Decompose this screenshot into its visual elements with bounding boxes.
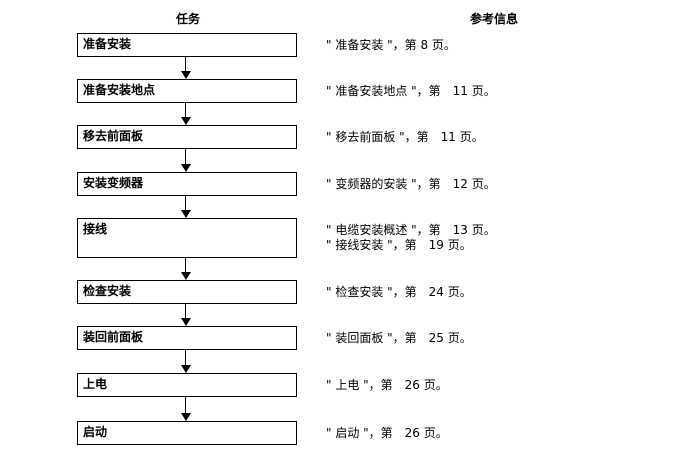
flow-arrow-icon bbox=[180, 149, 192, 172]
reference-text: " 变频器的安装 "，第 12 页。 bbox=[326, 177, 496, 191]
step-box-check: 检查安装 bbox=[77, 280, 297, 304]
step-box-remove-cover: 移去前面板 bbox=[77, 125, 297, 149]
step-label: 接线 bbox=[83, 222, 108, 236]
step-label: 上电 bbox=[83, 377, 108, 391]
step-box-power-up: 上电 bbox=[77, 373, 297, 397]
step-label: 准备安装地点 bbox=[83, 83, 156, 97]
reference-text: " 上电 "，第 26 页。 bbox=[326, 378, 448, 392]
step-box-reinstall-cover: 装回前面板 bbox=[77, 326, 297, 350]
step-label: 装回前面板 bbox=[83, 330, 144, 344]
step-box-prepare: 准备安装 bbox=[77, 33, 297, 57]
reference-text: " 检查安装 "，第 24 页。 bbox=[326, 285, 472, 299]
step-box-site: 准备安装地点 bbox=[77, 79, 297, 103]
reference-column-header: 参考信息 bbox=[470, 12, 519, 26]
reference-text: " 启动 "，第 26 页。 bbox=[326, 426, 448, 440]
flow-arrow-icon bbox=[180, 57, 192, 79]
reference-text: " 准备安装 "，第 8 页。 bbox=[326, 38, 456, 52]
flow-arrow-icon bbox=[180, 397, 192, 421]
reference-text: " 装回面板 "，第 25 页。 bbox=[326, 331, 472, 345]
task-column-header: 任务 bbox=[176, 12, 201, 26]
flow-arrow-icon bbox=[180, 258, 192, 280]
step-box-mount: 安装变频器 bbox=[77, 172, 297, 196]
reference-text: " 移去前面板 "，第 11 页。 bbox=[326, 130, 484, 144]
step-label: 检查安装 bbox=[83, 284, 132, 298]
step-label: 安装变频器 bbox=[83, 176, 144, 190]
flow-arrow-icon bbox=[180, 304, 192, 326]
step-box-start: 启动 bbox=[77, 421, 297, 445]
flow-arrow-icon bbox=[180, 350, 192, 373]
flow-arrow-icon bbox=[180, 196, 192, 218]
step-box-wiring: 接线 bbox=[77, 218, 297, 258]
reference-text: " 电缆安装概述 "，第 13 页。 bbox=[326, 223, 496, 237]
reference-text: " 接线安装 "，第 19 页。 bbox=[326, 238, 472, 252]
step-label: 准备安装 bbox=[83, 37, 132, 51]
reference-text: " 准备安装地点 "，第 11 页。 bbox=[326, 84, 496, 98]
flow-arrow-icon bbox=[180, 103, 192, 125]
step-label: 启动 bbox=[83, 425, 108, 439]
step-label: 移去前面板 bbox=[83, 129, 144, 143]
